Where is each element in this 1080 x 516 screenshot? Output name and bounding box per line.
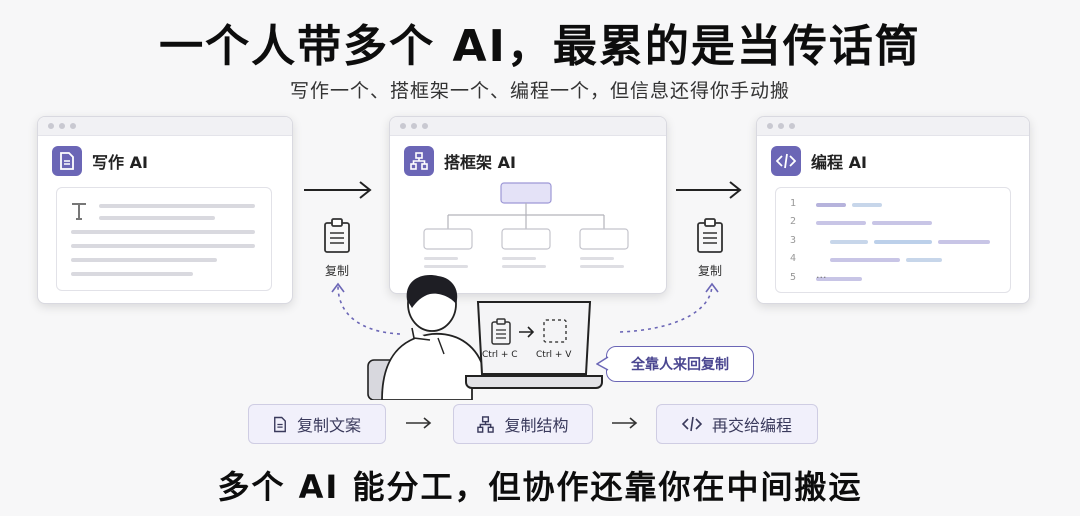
pipeline-step-label: 再交给编程: [711, 416, 792, 435]
document-icon: [52, 146, 82, 176]
org-chart-diagram: [423, 182, 629, 268]
code-icon: [681, 416, 702, 432]
text-editor-area: [56, 187, 272, 291]
window-title: 写作 AI: [92, 153, 148, 172]
copy-shortcut: Ctrl + C: [482, 350, 518, 360]
text-format-icon: [72, 203, 86, 220]
code-icon: [771, 146, 801, 176]
window-title: 搭框架 AI: [444, 153, 516, 172]
arrow-right-icon: [519, 326, 535, 338]
footer-caption: 多个 AI 能分工，但协作还靠你在中间搬运: [217, 468, 863, 506]
copy-label-left: 复制: [324, 264, 349, 278]
arrow-right-icon: [676, 181, 742, 199]
hierarchy-icon: [477, 415, 495, 433]
window-titlebar: [38, 117, 292, 136]
laptop-icon: [465, 301, 603, 389]
pipeline-step-hand-to-coding: 再交给编程: [656, 404, 818, 444]
dashed-flow-arrows: [331, 282, 719, 335]
bubble-tail: [596, 356, 609, 371]
line-number: 4: [790, 253, 797, 264]
speech-bubble: 全靠人来回复制: [606, 346, 754, 382]
window-titlebar: [757, 117, 1029, 136]
framework-ai-window: 搭框架 AI: [389, 116, 667, 294]
clipboard-icon: [491, 318, 511, 345]
clipboard-icon: [697, 218, 723, 253]
pipeline-step-label: 复制结构: [504, 416, 569, 435]
pipeline-step-copy-text: 复制文案: [248, 404, 386, 444]
line-number: 2: [790, 216, 797, 227]
copy-label-right: 复制: [697, 264, 722, 278]
clipboard-icon: [324, 218, 350, 253]
page-subtitle: 写作一个、搭框架一个、编程一个，但信息还得你手动搬: [289, 80, 790, 102]
paste-target-icon: [543, 319, 567, 343]
arrow-right-icon: [304, 181, 372, 199]
arrow-right-icon: [612, 417, 638, 429]
pipeline-step-copy-structure: 复制结构: [453, 404, 593, 444]
window-title: 编程 AI: [811, 153, 867, 172]
paste-shortcut: Ctrl + V: [536, 350, 572, 360]
coding-ai-window: 编程 AI 1 2 3 4 5 ...: [756, 116, 1030, 304]
arrow-right-icon: [406, 417, 432, 429]
line-number: 3: [790, 235, 797, 246]
writing-ai-window: 写作 AI: [37, 116, 293, 304]
pipeline-step-label: 复制文案: [296, 416, 361, 435]
page-title: 一个人带多个 AI，最累的是当传话筒: [159, 21, 921, 72]
document-icon: [274, 416, 286, 432]
code-ellipsis: ...: [816, 268, 827, 281]
line-number: 1: [790, 198, 797, 209]
line-number: 5: [790, 272, 797, 283]
code-editor-area: 1 2 3 4 5 ...: [775, 187, 1011, 293]
window-titlebar: [390, 117, 666, 136]
hierarchy-icon: [404, 146, 434, 176]
